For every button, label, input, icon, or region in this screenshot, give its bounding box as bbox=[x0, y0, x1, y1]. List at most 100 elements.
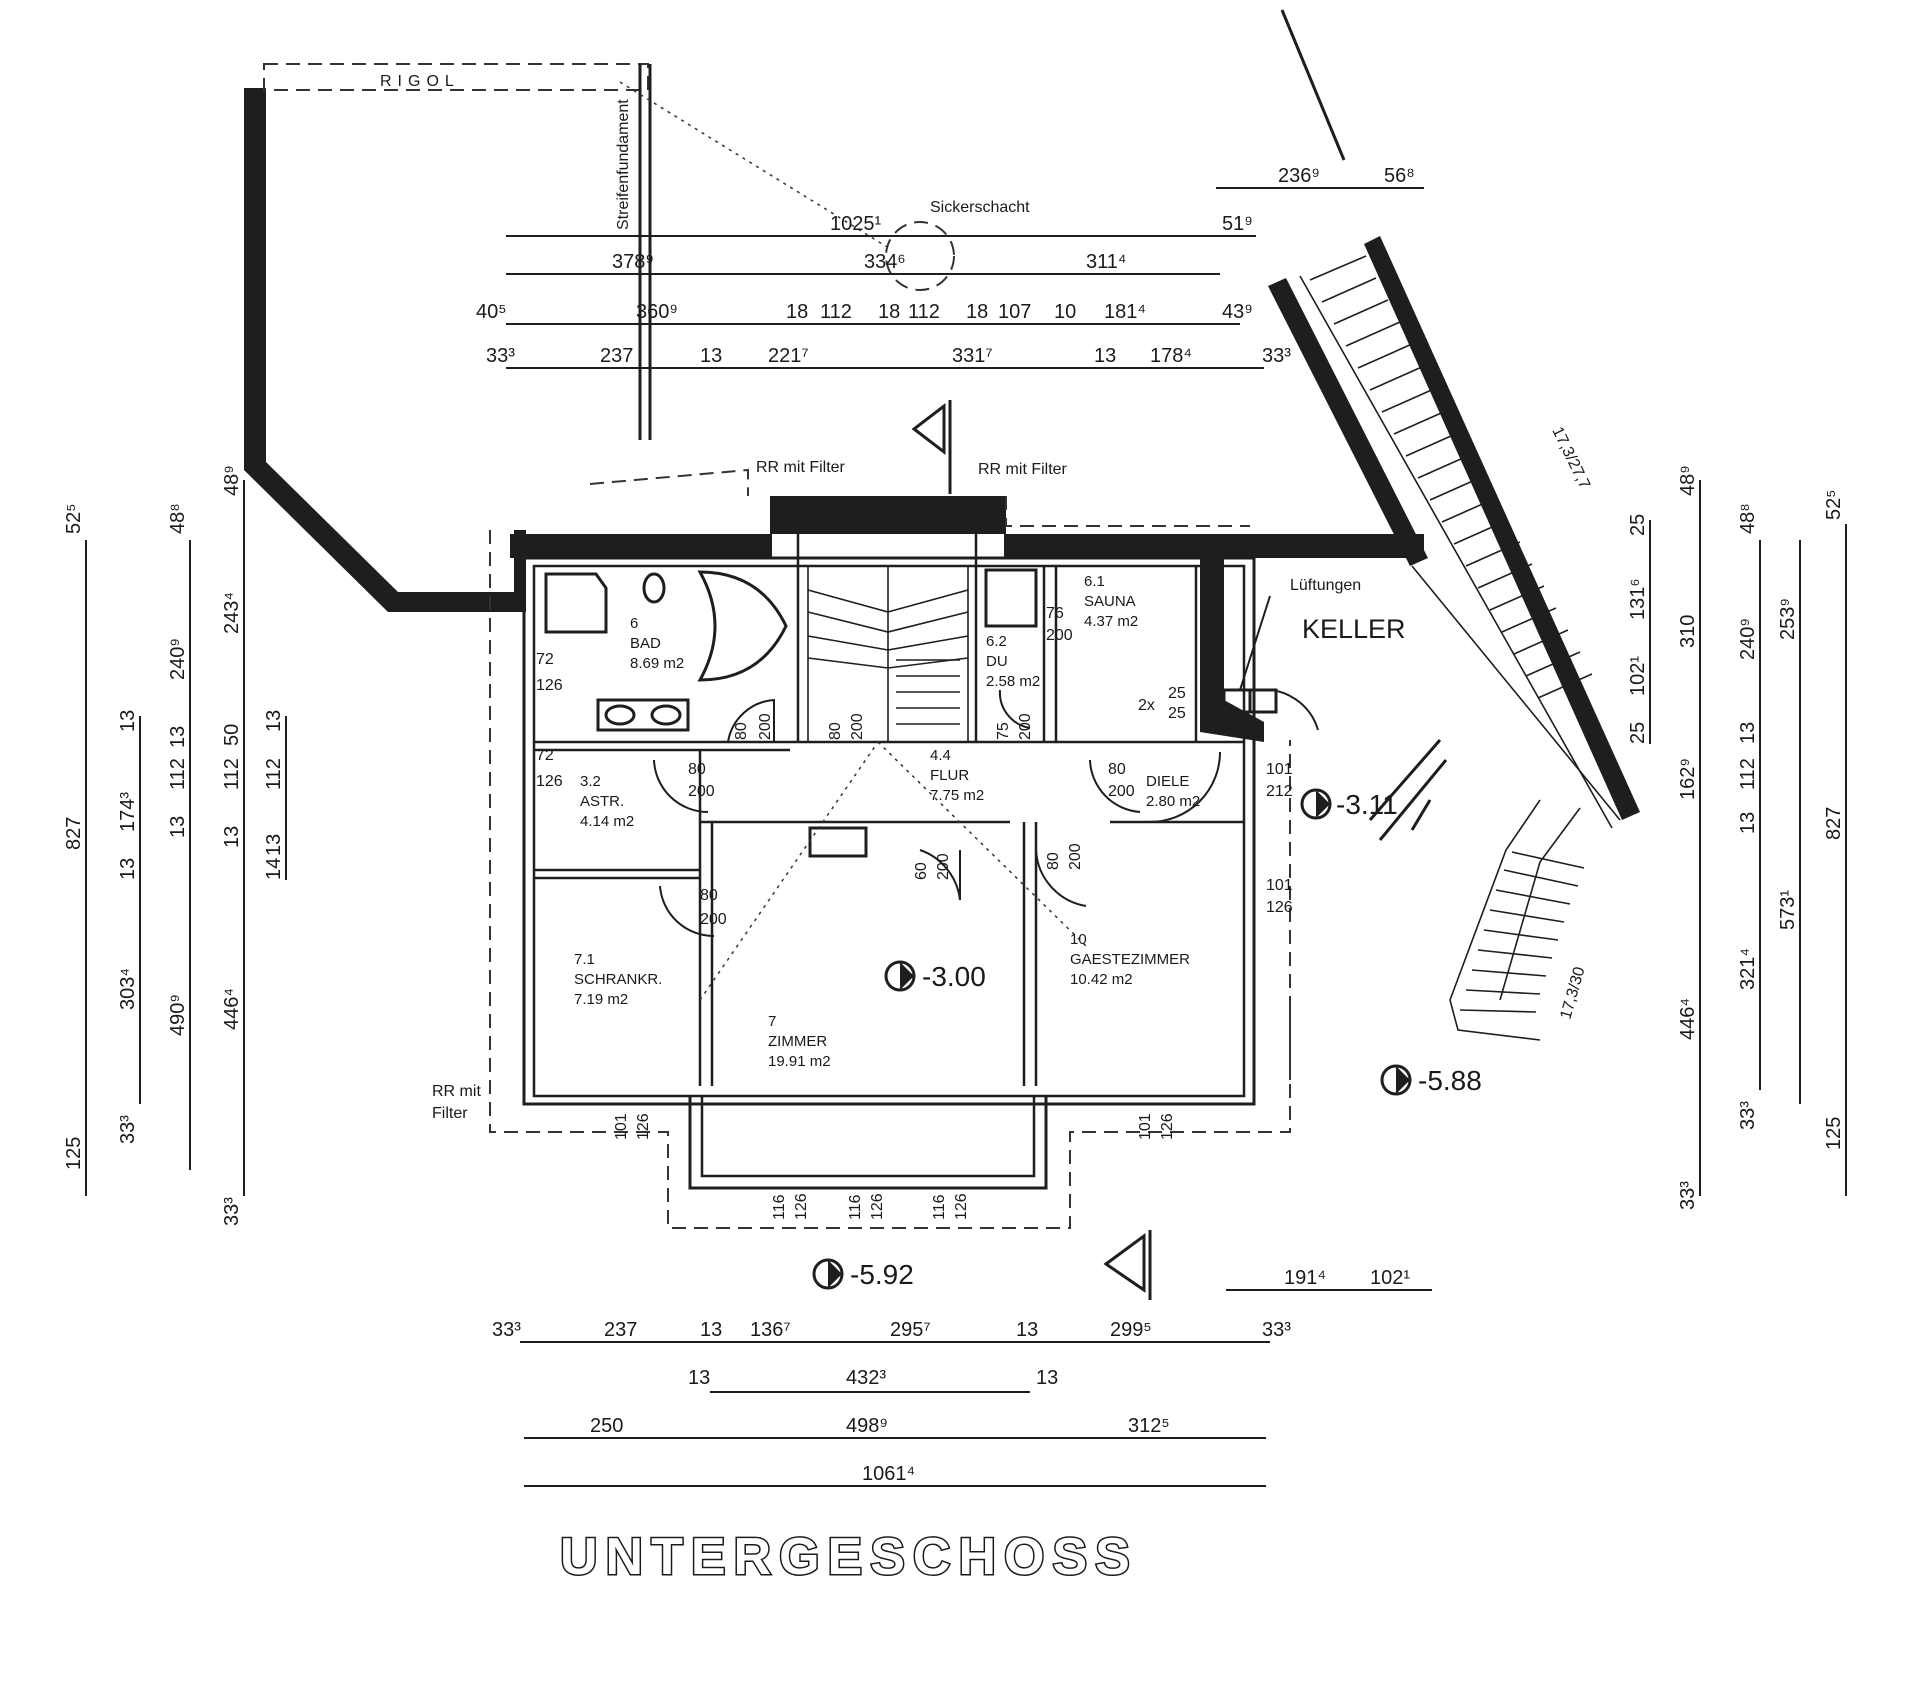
svg-text:33³: 33³ bbox=[1262, 345, 1291, 367]
svg-text:126: 126 bbox=[1266, 899, 1293, 916]
svg-text:33³: 33³ bbox=[492, 1319, 521, 1341]
elevation-markers: -3.11 -3.00 -5.88 -5.92 bbox=[812, 788, 1482, 1290]
svg-text:13: 13 bbox=[700, 345, 722, 367]
svg-text:33³: 33³ bbox=[221, 1197, 243, 1226]
svg-text:13: 13 bbox=[1094, 345, 1116, 367]
fixtures bbox=[544, 568, 1038, 858]
svg-text:295⁷: 295⁷ bbox=[890, 1319, 931, 1341]
svg-text:80: 80 bbox=[1108, 761, 1126, 778]
svg-text:10: 10 bbox=[1070, 931, 1087, 948]
svg-text:200: 200 bbox=[849, 713, 866, 740]
svg-text:43⁹: 43⁹ bbox=[1222, 301, 1253, 323]
svg-text:7.75 m2: 7.75 m2 bbox=[930, 787, 984, 804]
svg-text:18: 18 bbox=[966, 301, 988, 323]
svg-text:ASTR.: ASTR. bbox=[580, 793, 624, 810]
vent-label: Lüftungen bbox=[1290, 577, 1361, 594]
svg-text:13: 13 bbox=[688, 1367, 710, 1389]
strip-foundation-label: Streifenfundament bbox=[615, 99, 632, 230]
svg-text:490⁹: 490⁹ bbox=[167, 994, 189, 1036]
svg-text:6.2: 6.2 bbox=[986, 633, 1007, 650]
svg-text:14: 14 bbox=[263, 858, 285, 880]
svg-text:221⁷: 221⁷ bbox=[768, 345, 809, 367]
bottom-dimensions: 191⁴ 102¹ 33³ 237 13 136⁷ 295⁷ 13 299⁵ 3… bbox=[492, 1267, 1432, 1487]
svg-text:321⁴: 321⁴ bbox=[1737, 948, 1759, 990]
svg-text:126: 126 bbox=[536, 773, 563, 790]
room-flur: 4.4 FLUR 7.75 m2 bbox=[930, 747, 984, 804]
svg-text:1061⁴: 1061⁴ bbox=[862, 1463, 915, 1485]
svg-text:72: 72 bbox=[536, 651, 554, 668]
svg-text:13: 13 bbox=[263, 834, 285, 856]
svg-text:126: 126 bbox=[953, 1193, 970, 1220]
svg-text:80: 80 bbox=[700, 887, 718, 904]
elevation-marker-3: -5.88 bbox=[1380, 1064, 1482, 1096]
svg-text:-3.00: -3.00 bbox=[922, 961, 986, 992]
svg-text:573¹: 573¹ bbox=[1777, 890, 1799, 930]
svg-text:200: 200 bbox=[757, 713, 774, 740]
svg-text:3.2: 3.2 bbox=[580, 773, 601, 790]
svg-text:33³: 33³ bbox=[1262, 1319, 1291, 1341]
svg-text:48⁹: 48⁹ bbox=[221, 465, 243, 496]
svg-text:4.4: 4.4 bbox=[930, 747, 951, 764]
section-markers bbox=[911, 400, 1152, 1300]
svg-text:4.14 m2: 4.14 m2 bbox=[580, 813, 634, 830]
svg-text:13: 13 bbox=[117, 710, 139, 732]
svg-text:80: 80 bbox=[688, 761, 706, 778]
door-labels: 72 126 72 126 80 200 80 200 80 200 75 20… bbox=[536, 605, 1293, 1220]
room-sauna: 6.1 SAUNA 4.37 m2 bbox=[1084, 573, 1138, 630]
svg-text:378⁹: 378⁹ bbox=[612, 251, 654, 273]
room-zimmer: 7 ZIMMER 19.91 m2 bbox=[768, 1013, 831, 1070]
svg-text:76: 76 bbox=[1046, 605, 1064, 622]
svg-text:112: 112 bbox=[820, 301, 852, 323]
svg-text:RR mit: RR mit bbox=[432, 1083, 481, 1100]
svg-text:136⁷: 136⁷ bbox=[750, 1319, 791, 1341]
svg-text:6.1: 6.1 bbox=[1084, 573, 1105, 590]
svg-text:13: 13 bbox=[167, 816, 189, 838]
page-title: UNTERGESCHOSS bbox=[560, 1528, 1138, 1586]
svg-text:126: 126 bbox=[1159, 1113, 1176, 1140]
elevation-marker-2: -3.00 bbox=[884, 960, 986, 992]
svg-text:SAUNA: SAUNA bbox=[1084, 593, 1136, 610]
svg-text:7: 7 bbox=[768, 1013, 776, 1030]
keller-label: KELLER bbox=[1302, 614, 1406, 644]
svg-text:DIELE: DIELE bbox=[1146, 773, 1189, 790]
svg-text:80: 80 bbox=[1045, 852, 1062, 870]
svg-text:112: 112 bbox=[1737, 758, 1759, 790]
svg-text:360⁹: 360⁹ bbox=[636, 301, 678, 323]
sump-label: Sickerschacht bbox=[930, 199, 1030, 216]
svg-text:13: 13 bbox=[117, 858, 139, 880]
svg-text:13: 13 bbox=[1737, 812, 1759, 834]
svg-text:13: 13 bbox=[167, 726, 189, 748]
svg-text:162⁹: 162⁹ bbox=[1677, 758, 1699, 800]
svg-text:107: 107 bbox=[998, 301, 1031, 323]
svg-text:243⁴: 243⁴ bbox=[221, 592, 243, 634]
svg-text:7.1: 7.1 bbox=[574, 951, 595, 968]
svg-text:13: 13 bbox=[221, 826, 243, 848]
right-dimensions: 48⁹ 310 162⁹ 446⁴ 33³ 25 131⁶ 102¹ 25 48… bbox=[1627, 465, 1847, 1210]
filter-labels: RR mit Filter RR mit Filter RR mit Filte… bbox=[432, 459, 1068, 1122]
left-dimensions: 52⁵ 827 125 13 174³ 13 303⁴ 33³ 48⁸ 240⁹… bbox=[63, 465, 287, 1226]
svg-text:18: 18 bbox=[786, 301, 808, 323]
svg-text:112: 112 bbox=[908, 301, 940, 323]
top-dimensions: 236⁹ 56⁸ 1025¹ 51⁹ 378⁹ 334⁶ 311⁴ 40⁵ 36… bbox=[476, 165, 1424, 369]
svg-text:102¹: 102¹ bbox=[1627, 656, 1649, 696]
svg-text:-3.11: -3.11 bbox=[1336, 789, 1398, 820]
svg-text:101: 101 bbox=[1266, 761, 1293, 778]
svg-text:33³: 33³ bbox=[117, 1115, 139, 1144]
svg-text:50: 50 bbox=[221, 724, 243, 746]
keller-area: KELLER Lüftungen bbox=[1222, 577, 1406, 731]
svg-text:116: 116 bbox=[931, 1194, 948, 1220]
svg-text:RR mit Filter: RR mit Filter bbox=[978, 461, 1068, 478]
svg-text:126: 126 bbox=[635, 1113, 652, 1140]
svg-text:2x: 2x bbox=[1138, 697, 1155, 714]
main-stair bbox=[807, 565, 969, 743]
svg-text:200: 200 bbox=[1108, 783, 1135, 800]
svg-text:253⁹: 253⁹ bbox=[1777, 598, 1799, 640]
svg-text:72: 72 bbox=[536, 747, 554, 764]
svg-text:-5.92: -5.92 bbox=[850, 1259, 914, 1290]
svg-text:56⁸: 56⁸ bbox=[1384, 165, 1415, 187]
svg-text:240⁹: 240⁹ bbox=[1737, 618, 1759, 660]
svg-text:125: 125 bbox=[1823, 1117, 1845, 1150]
svg-text:125: 125 bbox=[63, 1137, 85, 1170]
svg-text:13: 13 bbox=[700, 1319, 722, 1341]
